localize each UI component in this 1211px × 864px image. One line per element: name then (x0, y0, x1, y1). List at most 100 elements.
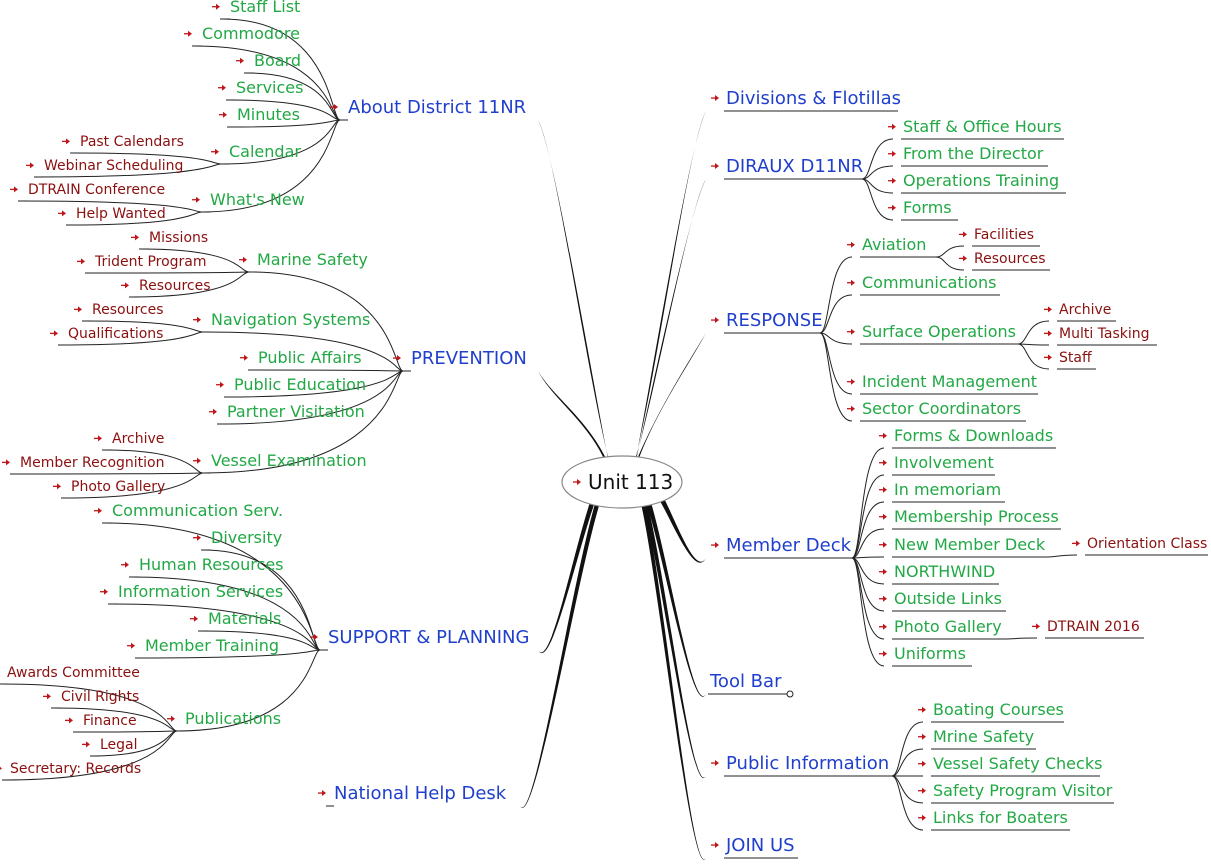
subtopic-boating-courses[interactable]: Boating Courses (918, 700, 1064, 723)
leaf-missions[interactable]: Missions (131, 230, 208, 250)
subtopic-calendar[interactable]: Calendar (211, 142, 301, 165)
topic-diraux[interactable]: DIRAUX D11NR (711, 156, 863, 180)
subtopic-membership-process[interactable]: Membership Process (879, 507, 1061, 530)
subtopic-partner-visitation[interactable]: Partner Visitation (209, 402, 365, 425)
subtopic-human-resources[interactable]: Human Resources (121, 555, 284, 578)
subtopic-navigation-systems[interactable]: Navigation Systems (193, 310, 370, 333)
leaf-finance[interactable]: Finance (65, 713, 137, 733)
expand-arrow-icon (918, 814, 926, 821)
subtopic-forms-downloads-label: Forms & Downloads (894, 426, 1053, 445)
subtopic-sector-coordinators[interactable]: Sector Coordinators (847, 399, 1026, 422)
leaf-member-recognition[interactable]: Member Recognition (2, 455, 164, 475)
subtopic-services[interactable]: Services (218, 78, 303, 101)
subtopic-safety-program-visitor[interactable]: Safety Program Visitor (918, 781, 1114, 804)
subtopic-public-affairs[interactable]: Public Affairs (240, 348, 362, 371)
subtopic-northwind[interactable]: NORTHWIND (879, 562, 999, 585)
leaf-photo-gallery[interactable]: Photo Gallery (53, 479, 165, 499)
expand-arrow-icon (879, 623, 887, 630)
subtopic-board[interactable]: Board (236, 51, 301, 74)
subtopic-public-education[interactable]: Public Education (216, 375, 366, 398)
topic-helpdesk[interactable]: National Help Desk (318, 783, 507, 807)
subtopic-diversity-label: Diversity (211, 528, 282, 547)
leaf-civil-rights[interactable]: Civil Rights (43, 689, 139, 709)
expand-arrow-icon (0, 766, 2, 770)
topic-about[interactable]: About District 11NR (330, 97, 526, 121)
expand-arrow-icon (879, 650, 887, 657)
subtopic-operations-training[interactable]: Operations Training (888, 171, 1066, 194)
subtopic-new-member-deck[interactable]: New Member Deck (879, 535, 1048, 558)
leaf-secretary-records[interactable]: Secretary: Records (0, 761, 141, 781)
topic-publicinfo[interactable]: Public Information (711, 753, 892, 777)
subtopic-photo-gallery[interactable]: Photo Gallery (879, 617, 1006, 640)
subtopic-uniforms[interactable]: Uniforms (879, 644, 972, 667)
subtopic-links-for-boaters[interactable]: Links for Boaters (918, 808, 1070, 831)
topic-support-label: SUPPORT & PLANNING (328, 627, 529, 648)
leaf-multi-tasking[interactable]: Multi Tasking (1044, 326, 1157, 346)
subtopic-diversity[interactable]: Diversity (193, 528, 282, 551)
leaf-staff[interactable]: Staff (1044, 350, 1096, 370)
topic-memberdeck-label: Member Deck (726, 535, 852, 556)
subtopic-public-affairs-label: Public Affairs (258, 348, 362, 367)
subtopic-forms[interactable]: Forms (888, 198, 958, 221)
subtopic-staff-office-hours[interactable]: Staff & Office Hours (888, 117, 1064, 140)
subtopic-marine-safety[interactable]: Marine Safety (239, 250, 368, 273)
leaf-legal[interactable]: Legal (82, 737, 138, 757)
subtopic-what-s-new[interactable]: What's New (192, 190, 305, 213)
leaf-archive[interactable]: Archive (1044, 302, 1116, 322)
subtopic-marine-safety-label: Marine Safety (257, 250, 368, 269)
expand-arrow-icon (74, 306, 82, 313)
topic-joinus[interactable]: JOIN US (711, 835, 798, 859)
subtopic-aviation[interactable]: Aviation (847, 235, 936, 258)
topic-memberdeck[interactable]: Member Deck (711, 535, 852, 559)
subtopic-forms-downloads[interactable]: Forms & Downloads (879, 426, 1056, 449)
expand-arrow-icon (318, 790, 326, 797)
leaf-facilities[interactable]: Facilities (959, 227, 1040, 247)
topic-toolbar[interactable]: Tool Bar (708, 671, 794, 698)
leaf-dtrain-conference[interactable]: DTRAIN Conference (10, 182, 165, 202)
subtopic-in-memoriam[interactable]: In memoriam (879, 480, 1005, 503)
leaf-resources[interactable]: Resources (121, 278, 211, 298)
leaf-resources[interactable]: Resources (959, 251, 1050, 271)
subtopic-outside-links[interactable]: Outside Links (879, 589, 1006, 612)
leaf-awards-committee[interactable]: Awards Committee (0, 665, 140, 685)
topic-prevention[interactable]: PREVENTION (393, 348, 527, 372)
leaf-archive[interactable]: Archive (94, 431, 164, 451)
subtopic-member-training[interactable]: Member Training (127, 636, 279, 659)
leaf-help-wanted[interactable]: Help Wanted (58, 206, 166, 226)
leaf-orientation-class-label: Orientation Class (1087, 536, 1207, 552)
leaf-trident-program[interactable]: Trident Program (77, 254, 207, 274)
subtopic-incident-management[interactable]: Incident Management (847, 372, 1038, 395)
subtopic-materials[interactable]: Materials (190, 609, 281, 632)
leaf-webinar-scheduling[interactable]: Webinar Scheduling (26, 158, 183, 178)
expand-arrow-icon (879, 595, 887, 602)
expand-arrow-icon (959, 255, 967, 262)
leaf-dtrain-2016[interactable]: DTRAIN 2016 (1032, 619, 1144, 639)
subtopic-from-the-director[interactable]: From the Director (888, 144, 1048, 167)
leaf-resources[interactable]: Resources (74, 302, 164, 322)
subtopic-publications[interactable]: Publications (167, 709, 281, 732)
expand-arrow-icon (888, 150, 896, 157)
expand-arrow-icon (127, 642, 135, 649)
subtopic-communication-serv[interactable]: Communication Serv. (94, 501, 283, 524)
leaf-past-calendars[interactable]: Past Calendars (62, 134, 184, 154)
subtopic-commodore[interactable]: Commodore (184, 24, 300, 47)
subtopic-mrine-safety[interactable]: Mrine Safety (918, 727, 1036, 750)
expand-arrow-icon (167, 715, 175, 722)
subtopic-vessel-examination[interactable]: Vessel Examination (193, 451, 367, 474)
subtopic-involvement[interactable]: Involvement (879, 453, 995, 476)
subtopic-surface-operations[interactable]: Surface Operations (847, 322, 1018, 345)
topic-support[interactable]: SUPPORT & PLANNING (310, 627, 529, 651)
subtopic-communications[interactable]: Communications (847, 273, 1000, 296)
leaf-archive-label: Archive (1059, 302, 1111, 318)
leaf-qualifications[interactable]: Qualifications (50, 326, 163, 346)
collapse-handle-icon[interactable] (786, 690, 794, 698)
topic-response[interactable]: RESPONSE (711, 310, 823, 334)
topic-divisions[interactable]: Divisions & Flotillas (711, 88, 901, 112)
subtopic-staff-list[interactable]: Staff List (212, 0, 300, 20)
leaf-orientation-class[interactable]: Orientation Class (1072, 536, 1208, 556)
subtopic-information-services[interactable]: Information Services (100, 582, 283, 605)
expand-arrow-icon (193, 457, 201, 464)
central-topic[interactable]: Unit 113 (561, 455, 683, 509)
subtopic-vessel-safety-checks[interactable]: Vessel Safety Checks (918, 754, 1102, 777)
subtopic-minutes[interactable]: Minutes (219, 105, 300, 128)
